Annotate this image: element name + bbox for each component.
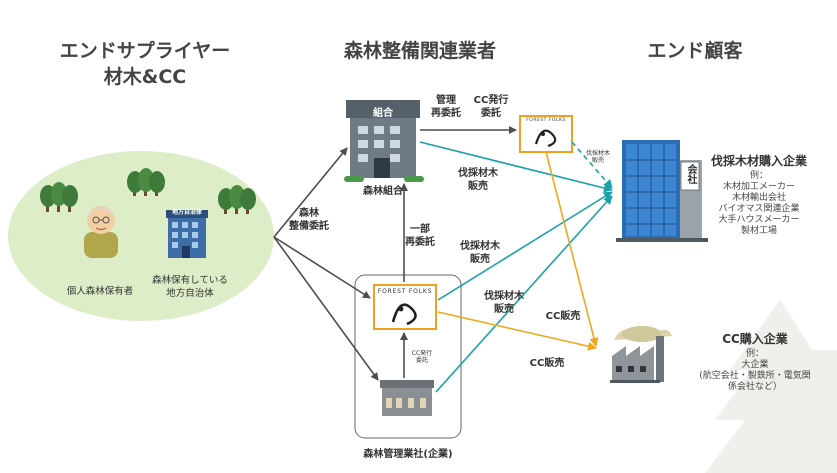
municipality-label-line2: 地方自治体: [166, 288, 214, 299]
cc-issue-commission-label: CC発行 委託: [466, 94, 516, 120]
partial-line1: 一部: [410, 224, 430, 235]
pine-tree-background: [705, 300, 837, 473]
timber-buyer-example: 例：: [749, 171, 768, 181]
cc-buyer-title: CC購入企業: [722, 332, 788, 346]
timber-buyer-item: 大手ハウスメーカー: [718, 215, 800, 225]
municipality-label: 森林保有している 地方自治体: [140, 274, 240, 300]
gray-arrows: [273, 126, 517, 381]
cc-sale-label-1: CC販売: [545, 311, 581, 322]
supplier-header: エンドサプライヤー 材木&CC: [30, 38, 260, 90]
forest-folks-logo-text-top: FOREST FOLKS: [526, 118, 566, 123]
partial-line2: 再委託: [405, 237, 435, 248]
timber-sale-label-c: 伐採材木 販売: [474, 290, 534, 316]
cc-issue-small-line2: 委託: [415, 357, 428, 364]
timber-sale-c-line2: 販売: [494, 304, 514, 315]
cc-issue-small-label-top: 伐採材木 販売: [580, 150, 616, 164]
elderly-person-icon: [84, 206, 118, 258]
timber-buyer-item: バイオマス関連企業: [718, 204, 800, 214]
cc-sale-label-2: CC販売: [529, 358, 565, 369]
forest-folks-logo-text-mid: FOREST FOLKS: [377, 288, 433, 295]
company-sign: 会社: [685, 164, 696, 184]
customer-header: エンド顧客: [647, 40, 743, 62]
manage-recommission-label: 管理 再委託: [424, 94, 468, 120]
forest-folks-logo-mid: [373, 284, 437, 330]
timber-sale-b-line1: 伐採材木: [460, 241, 500, 252]
maintenance-commission-line1: 森林: [299, 208, 319, 219]
supplier-header-line1: エンドサプライヤー: [59, 40, 231, 62]
management-company-label: 森林管理業社(企業): [363, 449, 453, 460]
municipality-label-line1: 森林保有している: [152, 275, 228, 286]
forestry-header: 森林整備関連業者: [343, 40, 496, 62]
timber-buyer-item: 製材工場: [740, 226, 777, 236]
teal-arrows: [419, 141, 613, 393]
cc-issue-small-line1: CC発行: [411, 350, 433, 357]
partial-recommission-label: 一部 再委託: [398, 223, 442, 249]
timber-buyer-block: 伐採木材購入企業 例： 木材加工メーカー 木材輸出会社 バイオマス関連企業 大手…: [700, 152, 818, 237]
orange-arrows: [437, 151, 599, 351]
cc-issue-small-label: CC発行 委託: [404, 350, 440, 364]
cc-buyer-item: 大企業: [741, 360, 769, 370]
timber-sale-label-a: 伐採材木 販売: [448, 167, 508, 193]
cc-issue-line1: CC発行: [473, 95, 509, 106]
municipality-sign: 地方自治体: [171, 209, 202, 216]
municipality-building-icon: [166, 210, 208, 258]
management-house-icon: [380, 380, 434, 416]
factory-icon: [610, 326, 672, 383]
cooperative-sign: 組合: [373, 108, 393, 119]
maintenance-commission-line2: 整備委託: [289, 221, 329, 232]
individual-owner-label: 個人森林保有者: [66, 286, 134, 297]
timber-buyer-item: 木材輸出会社: [731, 193, 786, 203]
cc-buyer-item: 係会社など）: [727, 382, 782, 392]
cc-buyer-example: 例：: [745, 349, 764, 359]
cc-issue-small-top-line2: 販売: [591, 157, 604, 164]
timber-sale-b-line2: 販売: [470, 254, 490, 265]
maintenance-commission-label: 森林 整備委託: [284, 207, 334, 233]
timber-sale-label-b: 伐採材木 販売: [450, 240, 510, 266]
manage-line2: 再委託: [431, 108, 461, 119]
timber-buyer-item: 木材加工メーカー: [722, 182, 795, 192]
cooperative-building-icon: [344, 100, 424, 182]
cooperative-label: 森林組合: [363, 186, 403, 197]
timber-sale-a-line1: 伐採材木: [458, 168, 498, 179]
timber-sale-a-line2: 販売: [468, 181, 488, 192]
cc-issue-small-top-line1: 伐採材木: [585, 150, 610, 157]
timber-buyer-title: 伐採木材購入企業: [710, 154, 807, 168]
supplier-header-line2: 材木&CC: [103, 66, 187, 88]
cc-buyer-item: (航空会社・製鉄所・電気関: [699, 371, 811, 381]
timber-sale-c-line1: 伐採材木: [484, 291, 524, 302]
cc-issue-line2: 委託: [481, 108, 501, 119]
cc-buyer-block: CC購入企業 例： 大企業 (航空会社・製鉄所・電気関 係会社など）: [690, 330, 820, 393]
management-company-box: [354, 274, 462, 439]
manage-line1: 管理: [436, 95, 456, 106]
tree-icon: [40, 168, 256, 214]
company-building-icon: [616, 140, 708, 242]
